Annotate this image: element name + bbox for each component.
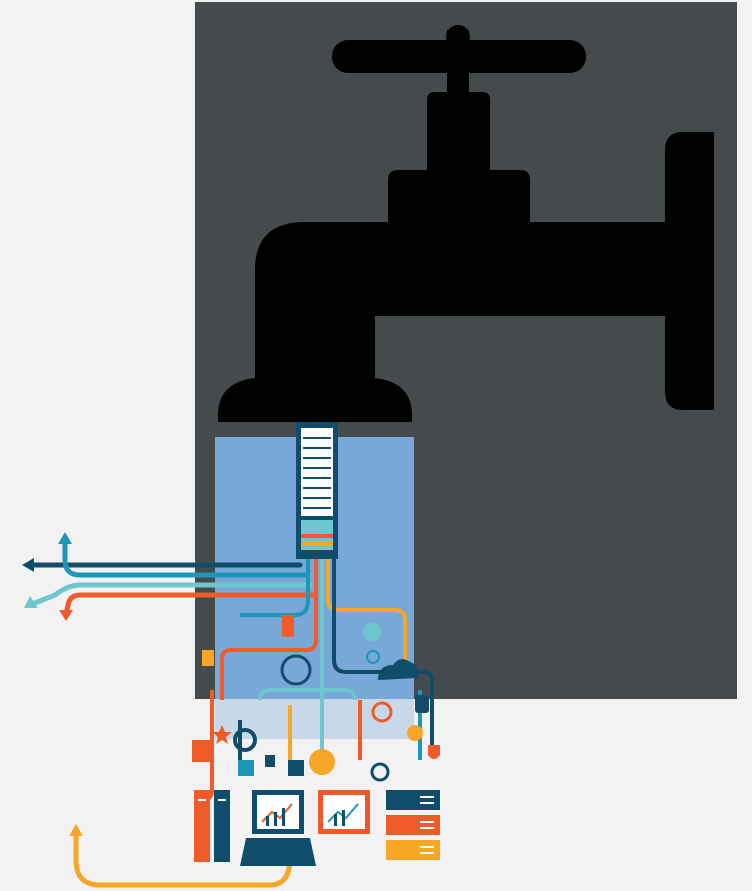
globe-icon <box>280 654 312 686</box>
monitor-icon <box>318 790 370 834</box>
return-pipe <box>73 827 293 888</box>
eye-icon <box>366 650 380 664</box>
cloud-icon <box>378 659 419 680</box>
download-icon <box>202 650 214 666</box>
faucet-icon <box>218 25 714 422</box>
water-stream-lower <box>215 699 414 739</box>
icon-cluster <box>202 615 440 782</box>
chat-bubble-icon <box>363 623 381 641</box>
data-streams <box>200 559 434 802</box>
arrow-heads <box>22 532 73 621</box>
chat-bubble-icon-2 <box>407 725 423 741</box>
laptop-icon <box>240 790 316 866</box>
lock-icon <box>415 695 429 713</box>
server-rack-icon <box>386 790 440 860</box>
shield-icon <box>428 745 440 759</box>
magnifier-icon <box>371 701 393 723</box>
padlock-open-icon <box>265 755 275 767</box>
phone-icon <box>282 615 294 637</box>
return-arrow-head <box>69 824 83 836</box>
share-arrow-icon <box>288 760 304 776</box>
left-data-pipes <box>27 537 318 618</box>
gear-icon <box>233 728 257 752</box>
globe-icon-2 <box>309 749 335 775</box>
calendar-icon <box>238 760 254 776</box>
star-icon <box>212 725 232 744</box>
server-tower-orange-icon <box>192 740 230 862</box>
server-tower-icon <box>296 422 338 559</box>
gear-icon-2 <box>370 762 390 782</box>
